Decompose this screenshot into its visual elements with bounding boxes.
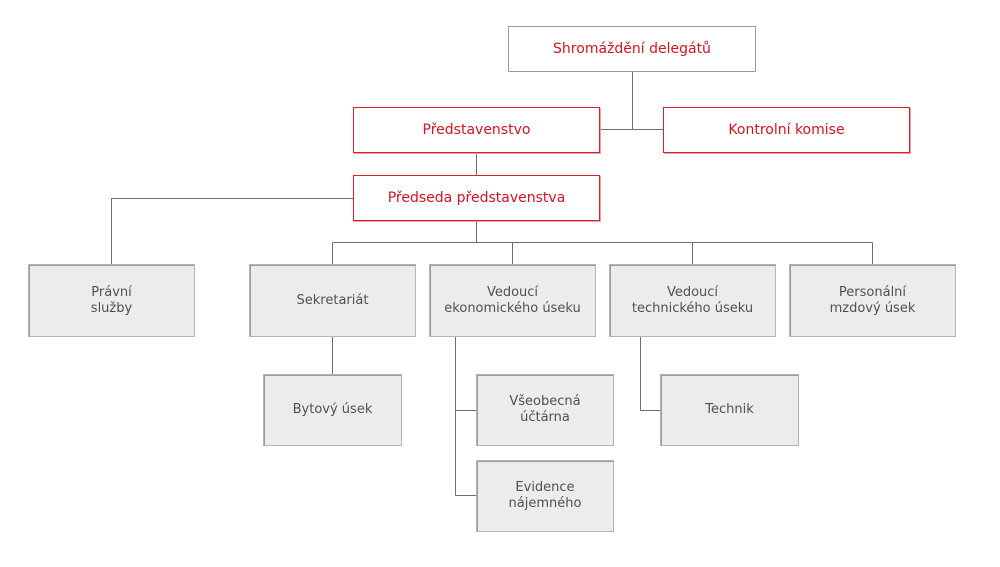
node-board: Představenstvo xyxy=(353,107,600,153)
node-economic-head: Vedoucí ekonomického úseku xyxy=(429,264,596,337)
node-chairman: Předseda představenstva xyxy=(353,175,600,221)
node-label: Kontrolní komise xyxy=(728,122,845,138)
node-hr-payroll: Personální mzdový úsek xyxy=(789,264,956,337)
node-secretariat: Sekretariát xyxy=(249,264,416,337)
node-label: Bytový úsek xyxy=(292,402,373,417)
node-label: Předseda představenstva xyxy=(387,190,566,206)
node-accounting: Všeobecná účtárna xyxy=(476,374,614,446)
connector-tech-technician xyxy=(640,337,660,411)
node-audit-committee: Kontrolní komise xyxy=(663,107,910,153)
node-rent-records: Evidence nájemného xyxy=(476,460,614,532)
node-label: Vedoucí ekonomického úseku xyxy=(444,284,581,316)
node-technician: Technik xyxy=(660,374,799,446)
node-label: Sekretariát xyxy=(296,292,369,308)
node-label: Evidence nájemného xyxy=(508,480,582,511)
node-label: Shromáždění delegátů xyxy=(553,41,711,57)
node-label: Personální mzdový úsek xyxy=(829,284,916,316)
node-legal-services: Právní služby xyxy=(28,264,195,337)
node-label: Technik xyxy=(705,402,754,417)
node-label: Představenstvo xyxy=(422,122,531,138)
node-assembly: Shromáždění delegátů xyxy=(508,26,756,72)
node-label: Vedoucí technického úseku xyxy=(631,284,754,316)
connector-econ-subunits xyxy=(455,337,476,496)
connector-chairman-legal xyxy=(111,198,353,264)
connector-chairman-departments xyxy=(332,221,873,264)
node-technical-head: Vedoucí technického úseku xyxy=(609,264,776,337)
node-label: Všeobecná účtárna xyxy=(509,394,581,425)
node-label: Právní služby xyxy=(90,284,133,316)
connector-assembly-board-audit xyxy=(600,72,663,130)
node-housing: Bytový úsek xyxy=(263,374,402,446)
